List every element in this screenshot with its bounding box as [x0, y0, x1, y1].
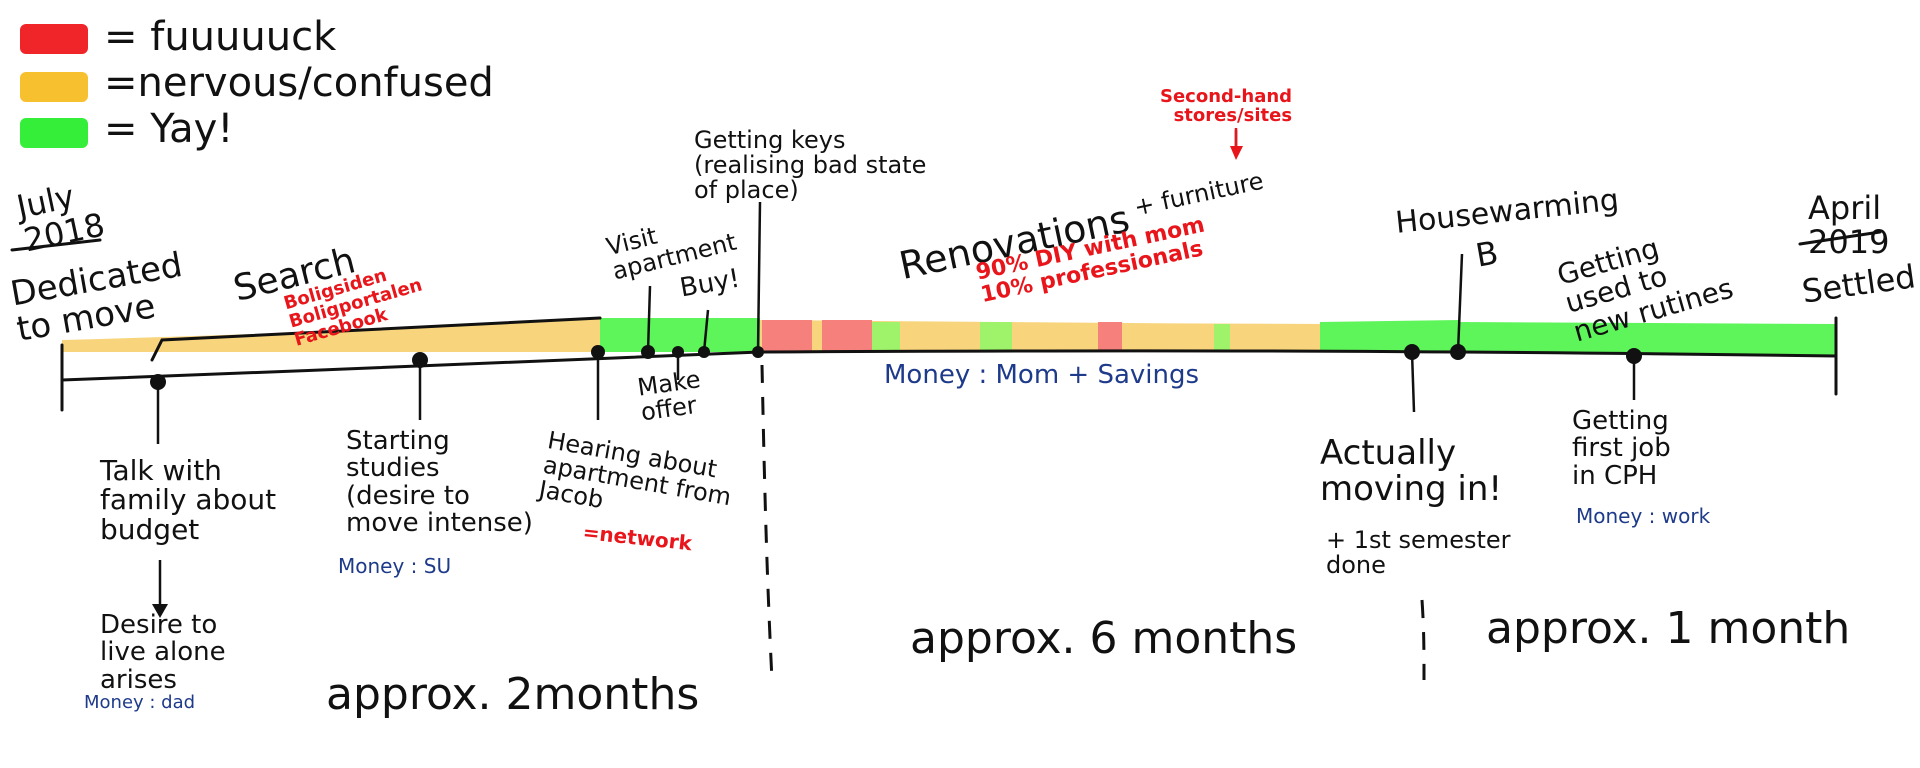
band-green-visit: [600, 318, 760, 352]
band-red-2: [822, 320, 872, 352]
dot-talk: [150, 374, 166, 390]
dot-make-offer: [672, 346, 684, 358]
stem-housewarming: [1456, 253, 1464, 353]
dot-moving: [1404, 344, 1420, 360]
stem-visit: [646, 285, 652, 353]
dot-studies: [412, 352, 428, 368]
timeline-band: [62, 318, 1836, 356]
duration-phase-3: approx. 1 month: [1486, 603, 1851, 654]
band-green-1: [872, 322, 900, 352]
secondhand-note: Second-hand stores/sites: [1160, 86, 1293, 126]
band-red-1: [762, 320, 812, 352]
dot-visit: [641, 345, 655, 359]
arrowhead-desire: [152, 604, 168, 618]
timeline-baseline: [60, 349, 1838, 382]
legend-swatch-green: [20, 118, 88, 148]
make-offer-label: Make offer: [635, 365, 703, 427]
arrowhead-secondhand: [1230, 146, 1243, 160]
talk-label: Talk with family about budget: [100, 454, 277, 546]
moving-label: Actually moving in!: [1320, 433, 1503, 509]
studies-label: Starting studies (desire to move intense…: [346, 426, 533, 538]
band-yellow-reno: [760, 320, 1400, 352]
band-red-3: [1098, 322, 1122, 352]
duration-phase-2: approx. 6 months: [910, 613, 1298, 664]
job-label: Getting first job in CPH: [1572, 406, 1671, 491]
band-green-end: [1460, 322, 1836, 356]
legend-swatch-red: [20, 24, 88, 54]
talk-money: Money : dad: [84, 692, 196, 713]
date-underline-end: [1798, 230, 1882, 246]
dot-housewarming: [1450, 344, 1466, 360]
legend-label-green: = Yay!: [104, 106, 234, 152]
divider-phase-2: [1420, 599, 1426, 681]
studies-money: Money : SU: [338, 554, 452, 578]
dot-hearing: [591, 345, 605, 359]
keys-label: Getting keys (realising bad state of pla…: [694, 126, 927, 205]
stem-keys: [756, 201, 762, 353]
dot-buy: [698, 346, 710, 358]
moving-extra: + 1st semester done: [1326, 526, 1511, 580]
renovations-money: Money : Mom + Savings: [884, 360, 1200, 390]
divider-phase-1: [760, 364, 774, 681]
band-yellow-search: [62, 318, 600, 352]
dot-job: [1626, 348, 1642, 364]
timeline-top-line: [150, 316, 602, 362]
duration-phase-1: approx. 2months: [326, 669, 700, 720]
stem-buy: [702, 309, 710, 353]
end-date: April 2019: [1808, 189, 1890, 261]
stem-moving: [1410, 351, 1416, 413]
band-green-3: [1214, 324, 1230, 352]
legend-label-red: = fuuuuuck: [104, 14, 337, 60]
legend-label-yellow: =nervous/confused: [104, 60, 494, 106]
band-green-moving: [1320, 320, 1460, 352]
desire-label: Desire to live alone arises: [100, 610, 226, 695]
job-money: Money : work: [1576, 504, 1711, 528]
date-underline-start: [10, 238, 102, 252]
band-green-2: [980, 322, 1012, 352]
dot-keys: [752, 346, 764, 358]
legend-swatch-yellow: [20, 72, 88, 102]
